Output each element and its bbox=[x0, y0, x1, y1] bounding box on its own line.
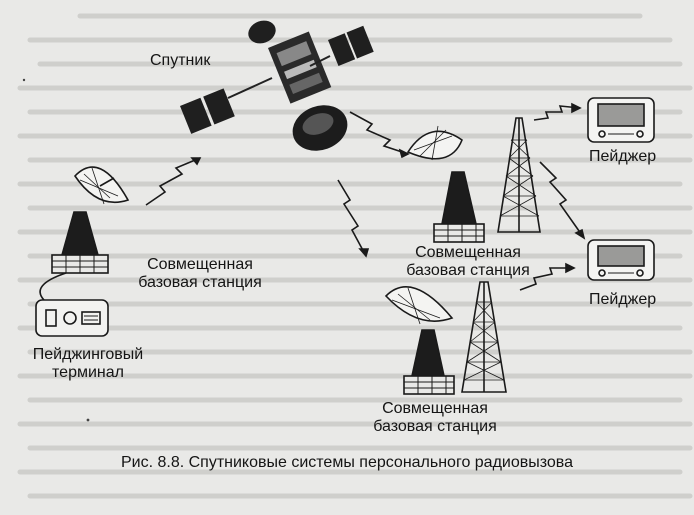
link-left-satellite bbox=[145, 157, 201, 206]
station-left-label-line1: Совмещенная bbox=[147, 256, 253, 273]
dish-antenna-left-icon bbox=[39, 166, 130, 301]
link-satellite-right bbox=[349, 111, 409, 155]
link-tower-pager-top bbox=[533, 105, 581, 121]
station-bottom-label: Совмещенная базовая станция bbox=[363, 400, 507, 436]
pager-bottom-icon bbox=[587, 239, 655, 281]
station-left-label: Совмещенная базовая станция bbox=[128, 256, 272, 292]
station-right-label-line1: Совмещенная bbox=[415, 244, 521, 261]
satellite-label: Спутник bbox=[150, 52, 211, 69]
link-satellite-bottom bbox=[337, 179, 367, 257]
terminal-label-line2: терминал bbox=[52, 364, 124, 381]
link-tower-pager-bottom bbox=[539, 161, 585, 239]
station-bottom-label-line2: базовая станция bbox=[373, 418, 497, 435]
figure-caption: Рис. 8.8. Спутниковые системы персональн… bbox=[120, 454, 574, 471]
radio-tower-top-icon bbox=[497, 117, 541, 233]
station-right-label: Совмещенная базовая станция bbox=[396, 244, 540, 280]
paging-terminal-icon bbox=[35, 299, 109, 337]
station-left-label-line2: базовая станция bbox=[138, 274, 262, 291]
speck bbox=[22, 78, 26, 82]
terminal-label-line1: Пейджинговый bbox=[32, 346, 144, 363]
pager-top-label: Пейджер bbox=[589, 148, 657, 165]
dish-antenna-bottom-icon bbox=[384, 286, 455, 395]
pager-top-icon bbox=[587, 97, 655, 143]
satellite-icon bbox=[180, 20, 374, 151]
station-bottom-label-line1: Совмещенная bbox=[382, 400, 488, 417]
terminal-label: Пейджинговый терминал bbox=[18, 346, 158, 382]
link-tower2-pager-bottom bbox=[519, 267, 574, 291]
pager-bottom-label: Пейджер bbox=[589, 291, 657, 308]
station-right-label-line2: базовая станция bbox=[406, 262, 530, 279]
radio-tower-bottom-icon bbox=[461, 281, 507, 393]
dish-antenna-right-icon bbox=[406, 125, 485, 243]
radio-links bbox=[145, 102, 586, 291]
speck bbox=[86, 418, 90, 422]
